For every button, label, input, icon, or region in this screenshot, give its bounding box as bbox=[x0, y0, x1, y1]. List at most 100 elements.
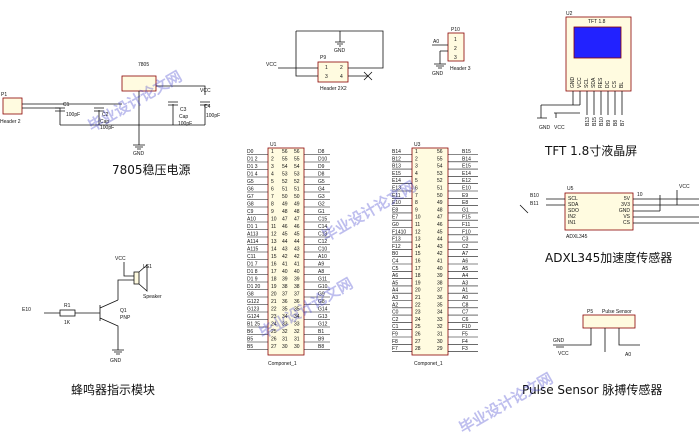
c2-ref: C2 bbox=[102, 112, 109, 118]
u1-left-net: C9 bbox=[247, 209, 254, 215]
r1-ref: R1 bbox=[64, 303, 71, 309]
speaker-name: Speaker bbox=[143, 294, 162, 300]
u1-body bbox=[267, 147, 305, 356]
u3-mid-pin: 51 bbox=[437, 186, 443, 192]
u3-right-net: C6 bbox=[462, 317, 469, 323]
u1-mid-pin-b: 43 bbox=[294, 247, 300, 253]
u3-body bbox=[411, 147, 449, 356]
u1-left-net: B6 bbox=[247, 329, 253, 335]
u3-mid-pin: 38 bbox=[437, 280, 443, 286]
u3-right-net: G1 bbox=[462, 207, 469, 213]
u3-right-net: E14 bbox=[462, 171, 471, 177]
u3-left-net: B0 bbox=[392, 251, 398, 257]
regulator-ic bbox=[121, 75, 157, 92]
u1-left-net: D1 8 bbox=[247, 269, 258, 275]
u1-mid-pin-b: 51 bbox=[294, 187, 300, 193]
u1-right-net: G11 bbox=[318, 277, 327, 283]
buzzer-vcc-label: VCC bbox=[115, 256, 126, 262]
tft-gnd-label: GND bbox=[539, 125, 551, 131]
u1-mid-pin-a: 31 bbox=[282, 337, 288, 343]
u1-left-pin: 19 bbox=[271, 284, 277, 290]
u1-left-net: A113 bbox=[247, 232, 259, 238]
u1-right-net: B1 bbox=[318, 329, 324, 335]
buzzer-net: E10 bbox=[22, 307, 31, 313]
u3-mid-pin: 30 bbox=[437, 339, 443, 345]
u1-left-net: A114 bbox=[247, 239, 259, 245]
u3-left-net: C1 bbox=[392, 324, 399, 330]
tft-screen bbox=[573, 26, 622, 59]
u3-left-pin: 24 bbox=[415, 317, 421, 323]
adxl-right-pin: GND bbox=[619, 208, 631, 214]
u3-left-pin: 12 bbox=[415, 229, 421, 235]
adxl-left-pin: IN1 bbox=[568, 220, 576, 226]
u1-left-pin: 24 bbox=[271, 322, 277, 328]
u1-right-net: G4 bbox=[318, 187, 325, 193]
adxl-right-pin: 5V bbox=[624, 196, 631, 202]
u3-mid-pin: 52 bbox=[437, 178, 443, 184]
u3-left-pin: 8 bbox=[415, 200, 418, 206]
c1-ref: C1 bbox=[63, 102, 70, 108]
adxl-body bbox=[564, 192, 634, 231]
tft-pin-label: GND bbox=[570, 77, 576, 89]
regulator-ic-label: 7805 bbox=[138, 62, 149, 68]
u1-left-net: G6 bbox=[247, 187, 254, 193]
u1-left-pin: 18 bbox=[271, 277, 277, 283]
u1-right-net: D8 bbox=[318, 149, 325, 155]
tft-pin-label: DC bbox=[605, 80, 611, 88]
u3-mid-pin: 42 bbox=[437, 251, 443, 257]
u3-left-net: B12 bbox=[392, 156, 401, 162]
u3-left-pin: 3 bbox=[415, 164, 418, 170]
p10-net: A0 bbox=[433, 39, 439, 45]
adxl-left-pin: SDA bbox=[568, 202, 579, 208]
u1-mid-pin-b: 45 bbox=[294, 232, 300, 238]
u3-mid-pin: 40 bbox=[437, 266, 443, 272]
u1-left-pin: 7 bbox=[271, 194, 274, 200]
u1-left-net: G123 bbox=[247, 307, 259, 313]
u3-right-net: F3 bbox=[462, 346, 468, 352]
u3-mid-pin: 34 bbox=[437, 310, 443, 316]
u1-left-net: D0 bbox=[247, 149, 254, 155]
tft-net-label: B13 bbox=[585, 117, 591, 126]
u3-left-net: A4 bbox=[392, 288, 398, 294]
u1-mid-pin-a: 52 bbox=[282, 179, 288, 185]
u3-left-net: C2 bbox=[392, 317, 399, 323]
regulator-gnd-label: GND bbox=[133, 151, 145, 157]
p9-pin-4: 4 bbox=[340, 74, 343, 80]
u1-left-pin: 12 bbox=[271, 232, 277, 238]
tft-net-label: B10 bbox=[599, 117, 605, 126]
u3-left-net: B14 bbox=[392, 149, 401, 155]
u1-mid-pin-a: 44 bbox=[282, 239, 288, 245]
tft-net-label: B8 bbox=[613, 120, 619, 126]
u3-right-net: F4 bbox=[462, 339, 468, 345]
u1-mid-pin-b: 52 bbox=[294, 179, 300, 185]
u3-right-net: E9 bbox=[462, 193, 468, 199]
u3-left-pin: 1 bbox=[415, 149, 418, 155]
u1-left-net: B5 bbox=[247, 337, 253, 343]
u3-mid-pin: 47 bbox=[437, 215, 443, 221]
schematic-drawing: P1 Header 2 7805 C1 100pF C2 Cap 100pF C… bbox=[0, 11, 699, 367]
u1-mid-pin-a: 45 bbox=[282, 232, 288, 238]
u1-mid-pin-b: 41 bbox=[294, 262, 300, 268]
adxl-vcc-label: VCC bbox=[679, 184, 690, 190]
u1-left-pin: 15 bbox=[271, 254, 277, 260]
tft-wires bbox=[537, 91, 623, 119]
u3-right-net: C8 bbox=[462, 302, 469, 308]
cap-plates bbox=[55, 101, 210, 112]
u3-footer: Componet_1 bbox=[414, 361, 443, 367]
c4-ref: C4 bbox=[204, 104, 211, 110]
u1-mid-pin-b: 54 bbox=[294, 164, 300, 170]
u3-right-net: A3 bbox=[462, 280, 468, 286]
p9-vcc-label: VCC bbox=[266, 62, 277, 68]
p10-name: Header 3 bbox=[450, 66, 471, 72]
u1-mid-pin-a: 47 bbox=[282, 217, 288, 223]
u1-mid-pin-a: 51 bbox=[282, 187, 288, 193]
u1-mid-pin-b: 36 bbox=[294, 299, 300, 305]
adxl-left-pin: SDO bbox=[568, 208, 579, 214]
u3-left-net: F1410 bbox=[392, 229, 406, 235]
u3-mid-pin: 43 bbox=[437, 244, 443, 250]
u3-right-net: F10 bbox=[462, 229, 471, 235]
u1-mid-pin-b: 39 bbox=[294, 277, 300, 283]
u1-right-net: D8 bbox=[318, 172, 325, 178]
p9-pin-1: 1 bbox=[325, 65, 328, 71]
